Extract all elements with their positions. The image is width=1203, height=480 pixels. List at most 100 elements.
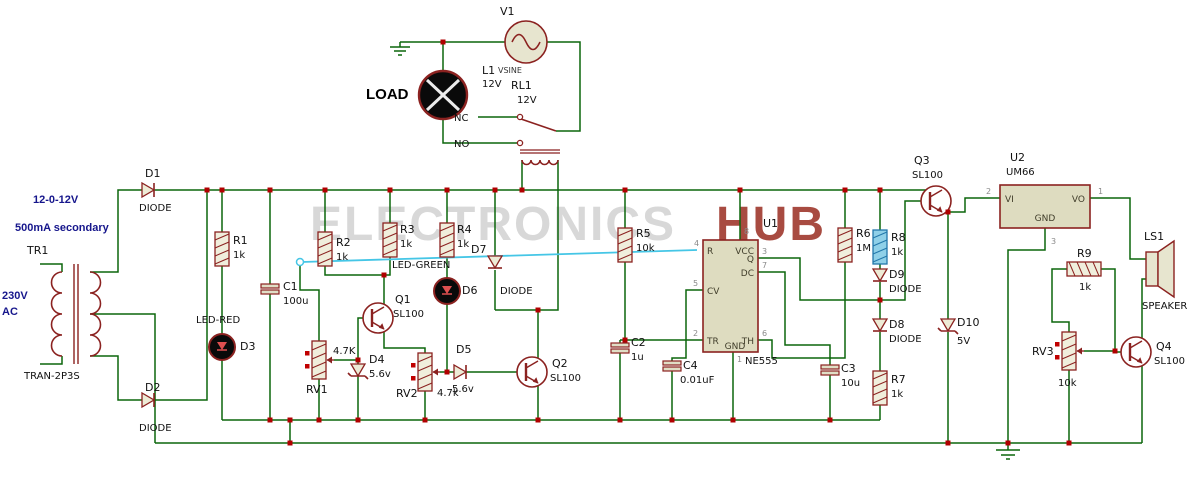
- primary-ac-label: AC: [2, 306, 18, 318]
- junction-dot: [535, 417, 541, 423]
- u2-pin-vi: VI: [1005, 195, 1014, 205]
- rv2-value: 4.7k: [437, 388, 459, 399]
- sensor-node-circle: [295, 257, 305, 267]
- u1-pin-gnd: GND: [725, 342, 746, 352]
- junction-dot: [669, 417, 675, 423]
- no-label: NO: [454, 139, 469, 150]
- u2-pin-vo: VO: [1072, 195, 1085, 205]
- junction-dot: [355, 357, 361, 363]
- junction-dot: [519, 187, 525, 193]
- resistor-r7: R7 1k: [872, 370, 906, 406]
- d1-value: DIODE: [139, 203, 172, 214]
- sine-wave-icon: [511, 33, 541, 51]
- junction-dot: [440, 39, 446, 45]
- d7-value: DIODE: [500, 286, 533, 297]
- u1-pin-tr: TR: [706, 337, 719, 347]
- diode-d7: D7 DIODE: [471, 243, 533, 297]
- capacitor-c3: C3 10u: [820, 362, 860, 389]
- q3-ref: Q3: [914, 154, 930, 167]
- r9-value: 1k: [1079, 282, 1091, 293]
- c2-ref: C2: [631, 336, 646, 349]
- u1-pin-r: R: [707, 247, 713, 257]
- watermark: ELECTRONICS HUB: [310, 198, 824, 251]
- r3-value: 1k: [400, 239, 412, 250]
- junction-dot: [381, 272, 387, 278]
- junction-dot: [622, 337, 628, 343]
- c4-ref: C4: [683, 359, 698, 372]
- secondary-rating-label: 500mA secondary: [15, 222, 110, 234]
- secondary-voltage-label: 12-0-12V: [33, 194, 79, 206]
- r8-ref: R8: [891, 231, 906, 244]
- resistor-r5: R5 10k: [617, 227, 655, 263]
- junction-dot: [322, 187, 328, 193]
- l1-ref: L1: [482, 64, 495, 77]
- capacitor-c4: C4 0.01uF: [662, 359, 715, 386]
- diode-d8: D8 DIODE: [872, 318, 922, 345]
- primary-voltage-label: 230V: [2, 290, 28, 302]
- v1-ref: V1: [500, 5, 515, 18]
- d8-value: DIODE: [889, 334, 922, 345]
- junction-dot: [204, 187, 210, 193]
- r2-ref: R2: [336, 236, 351, 249]
- r4-value: 1k: [457, 239, 469, 250]
- rv3-ref: RV3: [1032, 345, 1054, 358]
- u1-pinnum-2: 2: [693, 329, 698, 338]
- q2-ref: Q2: [552, 357, 568, 370]
- transformer-tr1: 12-0-12V 500mA secondary TR1 230V AC TRA…: [2, 194, 110, 382]
- capacitor-c2: C2 1u: [610, 336, 646, 363]
- u2-ref: U2: [1010, 151, 1025, 164]
- r5-ref: R5: [636, 227, 651, 240]
- junction-dot: [945, 440, 951, 446]
- u2-pinnum-2: 2: [986, 187, 991, 196]
- d8-ref: D8: [889, 318, 904, 331]
- transistor-q4: Q4 SL100: [1119, 335, 1185, 369]
- u1-pin-vcc: VCC: [735, 247, 754, 257]
- rl1-value: 12V: [517, 95, 537, 106]
- junction-dot: [267, 417, 273, 423]
- u1-pinnum-3: 3: [762, 247, 767, 256]
- q1-value: SL100: [393, 309, 424, 320]
- c1-ref: C1: [283, 280, 298, 293]
- tr1-ref: TR1: [26, 244, 48, 257]
- junction-dots: [204, 39, 1118, 446]
- rl1-ref: RL1: [511, 79, 532, 92]
- u1-ref: U1: [763, 217, 778, 230]
- junction-dot: [444, 369, 450, 375]
- junction-dot: [355, 417, 361, 423]
- q1-ref: Q1: [395, 293, 411, 306]
- transformer-secondary-coil: [89, 271, 102, 357]
- junction-dot: [422, 417, 428, 423]
- c1-value: 100u: [283, 296, 308, 307]
- transistor-q2: Q2 SL100: [515, 355, 581, 389]
- junction-dot: [316, 417, 322, 423]
- junction-dot: [535, 307, 541, 313]
- rv1-value: 4.7K: [333, 346, 356, 357]
- transformer-core: [73, 264, 79, 364]
- r8-value: 1k: [891, 247, 903, 258]
- u1-pinnum-8: 8: [744, 227, 749, 236]
- d9-value: DIODE: [889, 284, 922, 295]
- speaker-cone-icon: [1157, 239, 1175, 299]
- resistor-r9: R9 1k: [1066, 247, 1102, 293]
- pot-rv2: RV2 4.7k: [396, 352, 459, 400]
- speaker-body: [1145, 251, 1159, 287]
- resistor-r6: R6 1M: [837, 227, 871, 263]
- u2-part: UM66: [1006, 167, 1035, 178]
- u1-pin-th: TH: [741, 337, 754, 347]
- nc-label: NC: [454, 113, 468, 124]
- tr1-model: TRAN-2P3S: [23, 371, 80, 382]
- d1-ref: D1: [145, 167, 160, 180]
- junction-dot: [219, 187, 225, 193]
- relay-coil-core: [520, 149, 560, 154]
- d2-value: DIODE: [139, 423, 172, 434]
- u1-pin-q: Q: [747, 255, 754, 265]
- r3-ref: R3: [400, 223, 415, 236]
- junction-dot: [877, 297, 883, 303]
- r5-value: 10k: [636, 243, 655, 254]
- r4-ref: R4: [457, 223, 472, 236]
- resistor-r8: R8 1k: [872, 229, 906, 265]
- junction-dot: [730, 417, 736, 423]
- watermark-left: ELECTRONICS: [310, 198, 676, 251]
